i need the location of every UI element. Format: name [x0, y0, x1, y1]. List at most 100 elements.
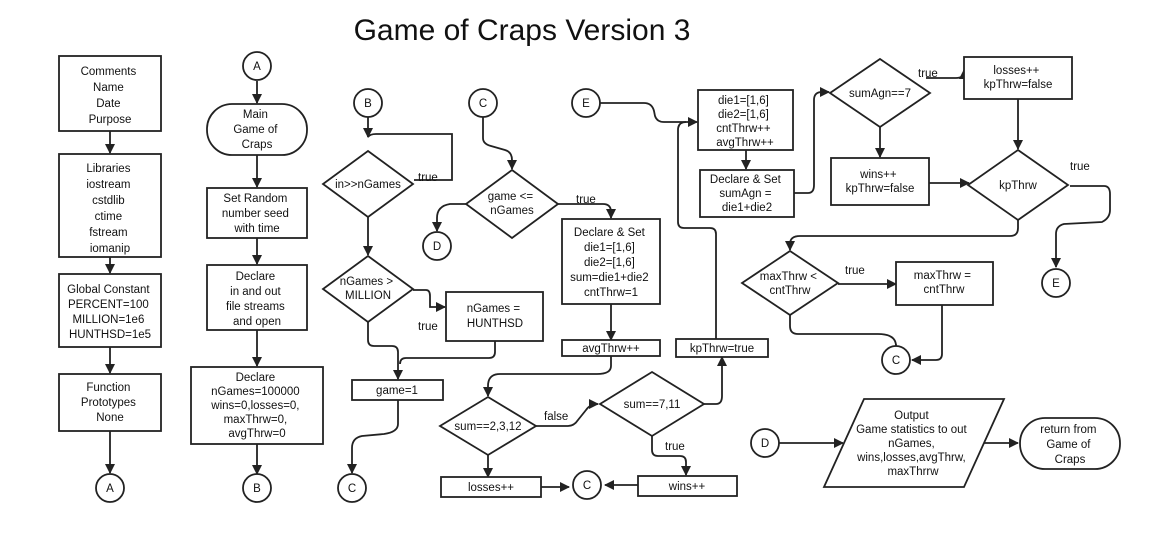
- game-init-text: game=1: [376, 385, 418, 397]
- return-line: Game of: [1046, 439, 1091, 451]
- comments-line: Date: [96, 98, 120, 110]
- output-line: Game statistics to out: [856, 424, 967, 436]
- declare-sum-agn-box: Declare & Set sumAgn = die1+die2: [699, 169, 795, 218]
- return-line: return from: [1040, 424, 1096, 436]
- avg-thrw-text: avgThrw++: [582, 343, 640, 355]
- connector-label: C: [348, 483, 356, 495]
- set-hunthsd-line: nGames =: [467, 303, 521, 315]
- function-prototypes-line: Prototypes: [81, 397, 136, 409]
- set-hunthsd-line: HUNTHSD: [467, 318, 523, 330]
- kp-thrw-true-box: kpThrw=true: [675, 338, 769, 358]
- declare-streams-line: file streams: [226, 301, 285, 313]
- losses-stop-box: losses++ kpThrw=false: [963, 56, 1073, 100]
- libraries-box: Libraries iostream cstdlib ctime fstream…: [58, 153, 162, 258]
- svg-text:Declare nGames=100000: Declare nGames=100000 wins=0,losses=0, m…: [210, 372, 303, 440]
- declare-dice-line: sum=die1+die2: [570, 272, 649, 284]
- function-prototypes-box: Function Prototypes None: [58, 373, 162, 432]
- declare-streams-line: in and out: [230, 286, 281, 298]
- losses-stop-line: losses++: [993, 65, 1039, 77]
- declare-dice-line: die2=[1,6]: [584, 257, 635, 269]
- wins-stop-line: wins++: [859, 169, 897, 181]
- svg-text:Declare in and out: Declare in and out file streams and open: [226, 271, 288, 328]
- losses-inc-text: losses++: [468, 482, 514, 494]
- connector-a-bottom: A: [95, 473, 125, 503]
- libraries-line: cstdlib: [92, 195, 125, 207]
- svg-text:Comments Name Date: Comments Name Date Purpose: [81, 66, 140, 126]
- set-seed-line: number seed: [222, 208, 289, 220]
- output-line: wins,losses,avgThrw,: [856, 452, 966, 464]
- output-line: Output: [894, 410, 929, 422]
- check-million-decision: nGames > MILLION: [321, 254, 415, 324]
- game-loop-line: nGames: [490, 205, 534, 217]
- declare-vars-box: Declare nGames=100000 wins=0,losses=0, m…: [190, 366, 324, 445]
- declare-sum-agn-line: sumAgn =: [719, 188, 771, 200]
- wins-stop-box: wins++ kpThrw=false: [830, 157, 930, 206]
- svg-text:nGames = HUNTHSD: nGames = HUNTHSD: [467, 303, 524, 330]
- global-constants-box: Global Constant PERCENT=100 MILLION=1e6 …: [58, 273, 162, 348]
- connector-c-top: C: [468, 88, 498, 118]
- connector-b-top: B: [353, 88, 383, 118]
- function-prototypes-line: None: [96, 412, 124, 424]
- svg-text:maxThrw = cntThrw: maxThrw = cntThrw: [914, 270, 974, 296]
- check-max-decision: maxThrw < cntThrw: [740, 249, 840, 317]
- roll-again-line: avgThrw++: [716, 137, 774, 149]
- kp-thrw-decision: kpThrw: [966, 148, 1070, 222]
- check-max-line: cntThrw: [770, 285, 812, 297]
- kp-thrw-true-text: kpThrw=true: [690, 343, 754, 355]
- roll-again-box: die1=[1,6] die2=[1,6] cntThrw++ avgThrw+…: [697, 89, 794, 151]
- wins-inc-text: wins++: [668, 481, 706, 493]
- svg-text:losses++ kpThrw=false: losses++ kpThrw=false: [984, 65, 1053, 91]
- set-max-box: maxThrw = cntThrw: [895, 261, 994, 306]
- declare-streams-box: Declare in and out file streams and open: [206, 264, 308, 331]
- main-line: Game of: [233, 124, 278, 136]
- connector-e-right: E: [1041, 268, 1071, 298]
- function-prototypes-line: Function: [86, 382, 130, 394]
- diagram-title: Game of Craps Version 3: [354, 14, 691, 47]
- output-line: maxThrrw: [887, 466, 939, 478]
- return-terminator: return from Game of Craps: [1019, 417, 1121, 470]
- libraries-line: iostream: [86, 179, 130, 191]
- svg-text:Declare & Set die1=[1,6]: Declare & Set die1=[1,6] die2=[1,6] sum=…: [570, 227, 652, 299]
- read-ngames-decision: in>>nGames: [321, 149, 415, 219]
- output-line: nGames,: [888, 438, 935, 450]
- connector-e-top: E: [571, 88, 601, 118]
- wins-inc-box: wins++: [637, 475, 738, 497]
- connector-label: C: [583, 480, 591, 492]
- connector-label: C: [479, 98, 487, 110]
- flow-edges: [105, 69, 1111, 492]
- svg-text:Main Game of Craps: Main Game of Craps: [233, 109, 280, 151]
- roll-again-line: die1=[1,6]: [718, 95, 769, 107]
- read-ngames-text: in>>nGames: [335, 179, 401, 191]
- set-seed-box: Set Random number seed with time: [206, 187, 308, 239]
- edge-label-lose-false: false: [544, 411, 568, 423]
- declare-dice-line: cntThrw=1: [584, 287, 638, 299]
- comments-line: Comments: [81, 66, 137, 78]
- svg-text:Libraries iostream: Libraries iostream cstdlib ctime fstream…: [86, 163, 133, 255]
- set-hunthsd-box: nGames = HUNTHSD: [445, 291, 544, 342]
- connector-label: A: [106, 483, 114, 495]
- game-init-box: game=1: [351, 379, 444, 401]
- check-lose-decision: sum==2,3,12: [438, 395, 538, 457]
- edge-label-read-true: true: [418, 172, 438, 184]
- svg-text:Function Prototypes: Function Prototypes None: [81, 382, 139, 424]
- main-terminator: Main Game of Craps: [206, 103, 308, 156]
- declare-sum-agn-line: Declare & Set: [710, 174, 782, 186]
- set-seed-line: with time: [233, 223, 279, 235]
- declare-vars-line: nGames=100000: [211, 386, 300, 398]
- roll-again-line: die2=[1,6]: [718, 109, 769, 121]
- wins-stop-line: kpThrw=false: [846, 183, 915, 195]
- svg-text:nGames > MILLION: nGames > MILLION: [340, 276, 397, 302]
- kp-thrw-text: kpThrw: [999, 180, 1037, 192]
- edge-label-max-true: true: [845, 265, 865, 277]
- declare-streams-line: Declare: [236, 271, 276, 283]
- comments-line: Name: [93, 82, 124, 94]
- connector-label: D: [761, 438, 769, 450]
- edge-label-sumagn-true: true: [918, 68, 938, 80]
- connector-d-bottom: D: [750, 428, 780, 458]
- connector-label: E: [582, 98, 590, 110]
- connector-label: E: [1052, 278, 1060, 290]
- declare-dice-box: Declare & Set die1=[1,6] die2=[1,6] sum=…: [561, 218, 661, 305]
- global-constants-line: HUNTHSD=1e5: [69, 329, 151, 341]
- connector-label: B: [253, 483, 261, 495]
- check-sum-agn-decision: sumAgn==7: [828, 57, 932, 129]
